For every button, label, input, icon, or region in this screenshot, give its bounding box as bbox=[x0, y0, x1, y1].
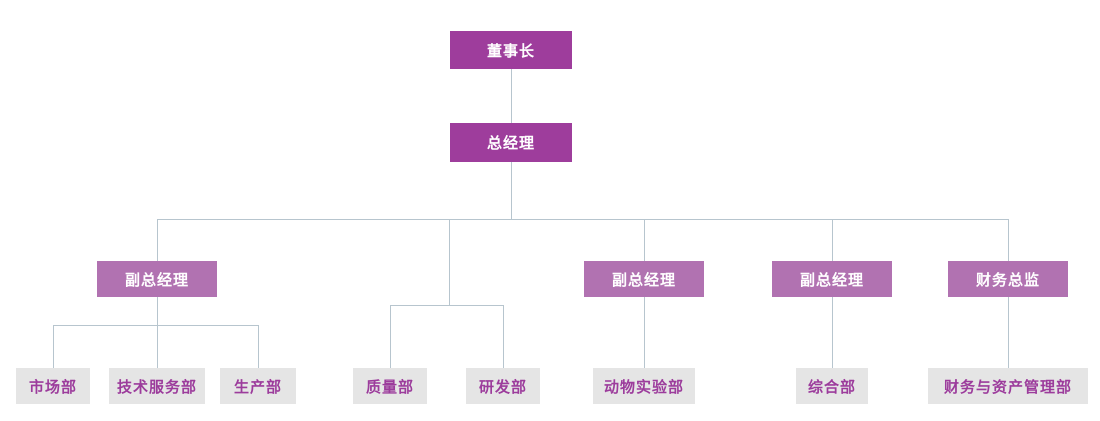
connector-line bbox=[449, 219, 450, 305]
connector-line bbox=[503, 305, 504, 368]
org-node-rnd-dept: 研发部 bbox=[466, 368, 540, 404]
org-node-general-manager: 总经理 bbox=[450, 123, 572, 162]
org-node-finance-asset-dept: 财务与资产管理部 bbox=[928, 368, 1088, 404]
connector-line bbox=[644, 297, 645, 368]
connector-line bbox=[832, 219, 833, 261]
connector-line bbox=[1008, 219, 1009, 261]
connector-line bbox=[157, 219, 158, 261]
org-node-general-affairs-dept: 综合部 bbox=[796, 368, 868, 404]
org-node-quality-dept: 质量部 bbox=[353, 368, 427, 404]
connector-line bbox=[511, 69, 512, 123]
connector-line bbox=[157, 219, 1008, 220]
connector-line bbox=[1008, 297, 1009, 368]
org-node-tech-service-dept: 技术服务部 bbox=[109, 368, 205, 404]
connector-line bbox=[53, 325, 54, 368]
connector-line bbox=[511, 162, 512, 219]
org-node-deputy-gm-2: 副总经理 bbox=[584, 261, 704, 297]
connector-line bbox=[157, 297, 158, 368]
org-node-animal-lab-dept: 动物实验部 bbox=[593, 368, 695, 404]
org-node-deputy-gm-3: 副总经理 bbox=[772, 261, 892, 297]
connector-line bbox=[644, 219, 645, 261]
connector-line bbox=[390, 305, 391, 368]
connector-line bbox=[258, 325, 259, 368]
connector-line bbox=[390, 305, 503, 306]
connector-line bbox=[53, 325, 258, 326]
org-node-chairman: 董事长 bbox=[450, 31, 572, 69]
org-node-production-dept: 生产部 bbox=[220, 368, 296, 404]
org-node-marketing-dept: 市场部 bbox=[16, 368, 90, 404]
connector-line bbox=[832, 297, 833, 368]
org-node-finance-director: 财务总监 bbox=[948, 261, 1068, 297]
org-node-deputy-gm-1: 副总经理 bbox=[97, 261, 217, 297]
